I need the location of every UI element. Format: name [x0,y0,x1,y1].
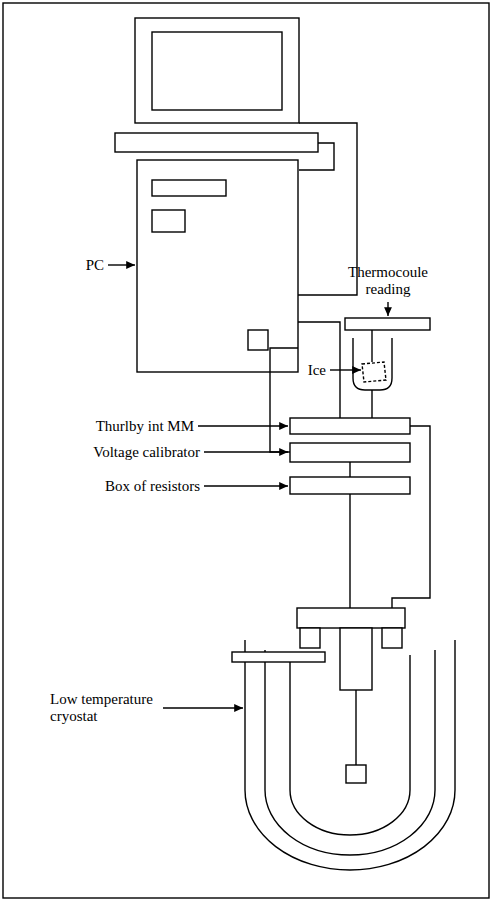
wire [392,426,430,608]
wire [349,462,350,477]
sample [346,765,366,783]
wire [371,390,372,418]
label-text: Thurlby int MM [96,418,194,435]
leader-arrow [204,485,288,486]
label-text: Thermocoule reading [343,264,433,298]
keyboard [115,133,318,152]
label-text: Ice [308,362,326,379]
pipe [232,652,325,662]
label-text: Low temperature cryostat [50,691,170,725]
frame [3,3,489,898]
label-box: Voltage calibrator [93,444,200,461]
label-box: Thurlby int MM [96,418,194,435]
resistor-box [290,477,410,494]
cryostat-cap [297,608,405,628]
label-text: Box of resistors [105,478,200,495]
cap-block [300,628,320,648]
power-button [248,330,268,350]
monitor [135,18,299,123]
leader-arrow [330,369,361,370]
wire [349,494,350,608]
multimeter [290,418,410,434]
keyboard-cable [299,143,334,170]
thermocouple-wire [371,330,372,362]
monitor-screen [152,32,282,110]
voltage-calibrator [290,443,410,462]
leader-arrow [198,425,288,426]
drive-slot [152,210,185,232]
label-box: Thermocoule reading [343,264,433,298]
thermocouple-plate [345,318,430,330]
label-text: PC [86,257,104,274]
leader-arrow [163,707,243,708]
label-text: Voltage calibrator [93,444,200,461]
insert [340,628,372,690]
calibrator-cable [270,348,298,452]
leader-arrow [387,302,388,316]
ice-cube [362,362,386,382]
cap-block [382,628,402,648]
label-box: Ice [308,362,326,379]
leader-arrow [108,264,135,265]
sample-rod [355,690,356,765]
pc-tower [137,160,298,372]
label-box: PC [86,257,104,274]
drive-bay [152,180,226,196]
leader-arrow [204,451,288,452]
label-box: Low temperature cryostat [50,691,170,725]
label-box: Box of resistors [105,478,200,495]
